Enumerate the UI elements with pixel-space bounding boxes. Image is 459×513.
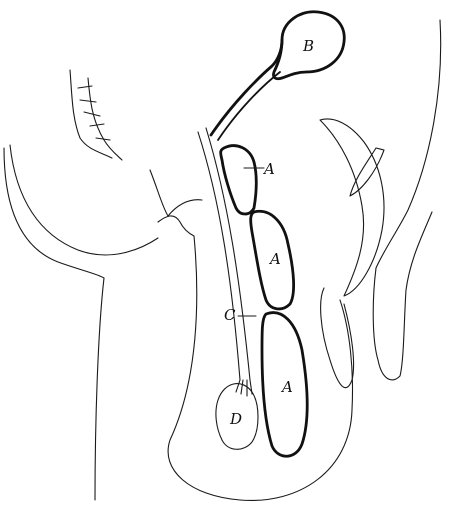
coccyx-region xyxy=(150,170,202,236)
urethra-outer-line xyxy=(198,132,240,380)
label-c: C xyxy=(224,306,236,324)
duct-outer xyxy=(211,40,282,135)
thigh-outline xyxy=(320,119,384,296)
spine-segments xyxy=(78,86,110,140)
label-a-middle: A xyxy=(268,250,281,268)
label-a-lower: A xyxy=(280,378,293,396)
sac-a-upper xyxy=(221,146,257,214)
urethra-fan-lines xyxy=(236,380,252,396)
urethra-inner-line xyxy=(206,128,250,380)
duct-inner xyxy=(218,72,280,140)
body-outline-back xyxy=(4,148,104,500)
label-d: D xyxy=(229,410,242,428)
buttock-inner-contour xyxy=(10,145,158,255)
label-a-upper: A xyxy=(262,160,275,178)
label-b: B xyxy=(302,37,314,55)
sacrum-inner-line xyxy=(88,78,122,160)
